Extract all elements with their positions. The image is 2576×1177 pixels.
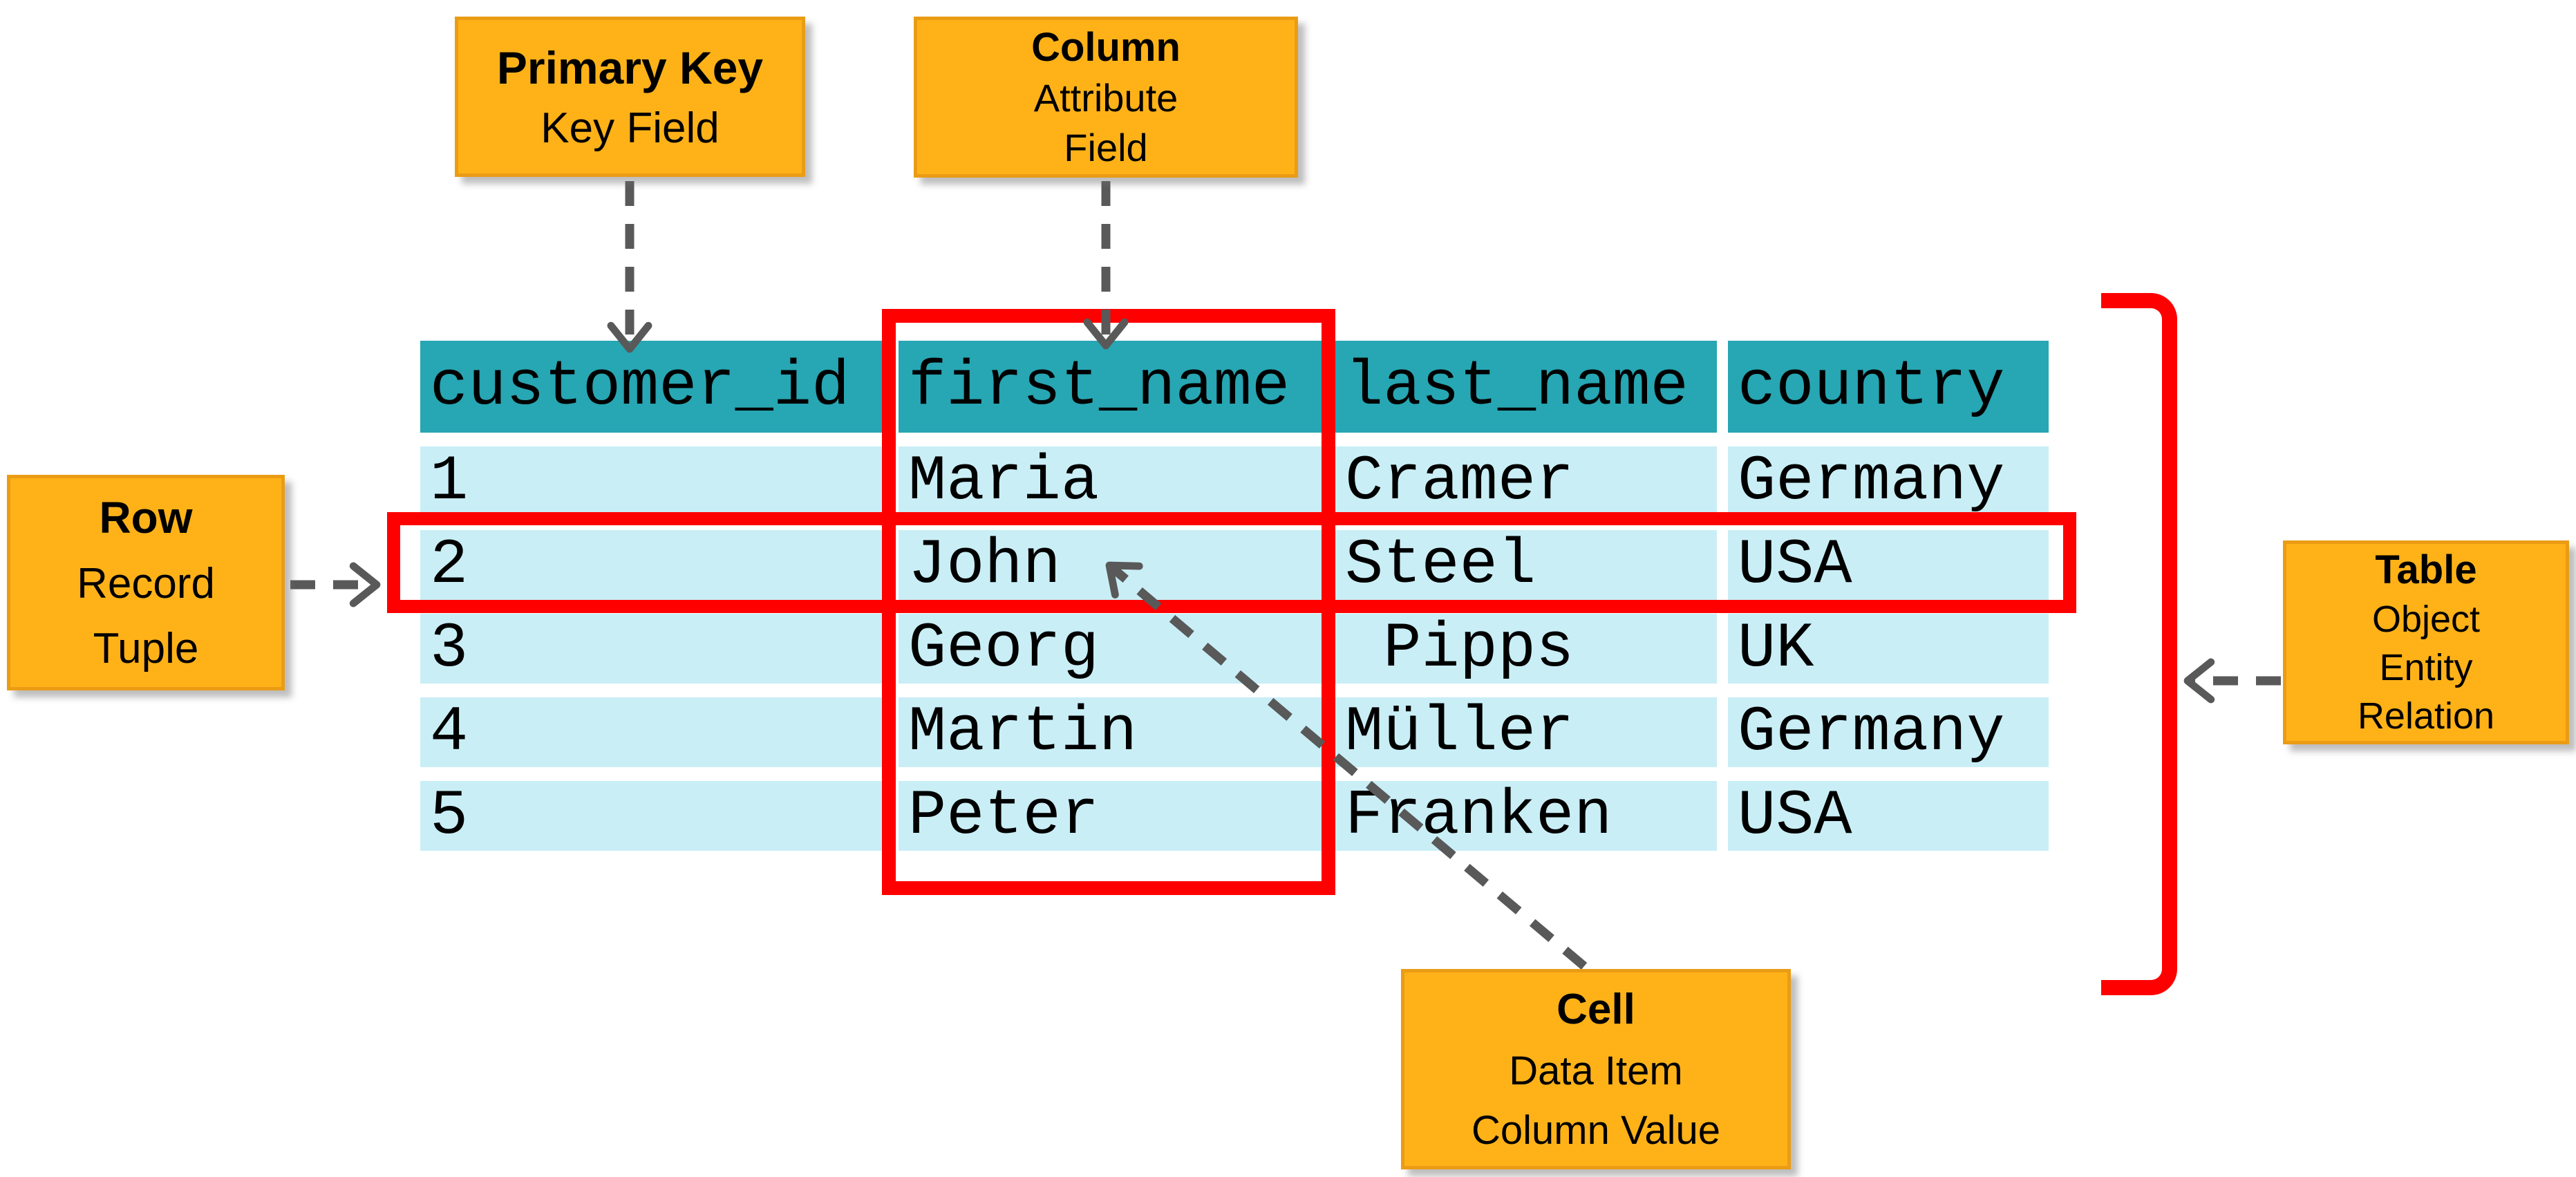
callout-line: Attribute — [1033, 75, 1178, 120]
callout-row-title: Row — [99, 493, 193, 543]
table-cell: 4 — [420, 697, 887, 767]
table-cell: 1 — [420, 446, 887, 516]
callout-line: Relation — [2357, 695, 2495, 737]
table-cell: Pipps — [1335, 614, 1717, 684]
callout-line: Object — [2371, 598, 2481, 640]
table-cell: Germany — [1728, 446, 2049, 516]
table-cell: Maria — [899, 446, 1324, 516]
table-bracket — [2101, 293, 2177, 995]
row-highlight-rect — [387, 512, 2076, 613]
header-cell: country — [1728, 341, 2049, 433]
table-cell: USA — [1728, 530, 2049, 600]
table-cell: 2 — [420, 530, 887, 600]
callout-primary-key-lines: Key Field — [540, 100, 719, 158]
table-cell: Franken — [1335, 781, 1717, 851]
table-cell: Germany — [1728, 697, 2049, 767]
table-cell: 3 — [420, 614, 887, 684]
callout-primary-key: Primary Key Key Field — [455, 17, 805, 177]
callout-line: Record — [77, 560, 215, 608]
header-cell: customer_id — [420, 341, 887, 433]
callout-line: Tuple — [93, 625, 199, 672]
callout-column-title: Column — [1031, 24, 1181, 70]
callout-table-title: Table — [2375, 547, 2477, 592]
callout-line: Data Item — [1509, 1048, 1683, 1093]
callout-line: Entity — [2379, 646, 2473, 688]
callout-line: Column Value — [1471, 1108, 1720, 1153]
header-cell: first_name — [899, 341, 1324, 433]
table-cell: 5 — [420, 781, 887, 851]
table-cell: UK — [1728, 614, 2049, 684]
callout-line: Field — [1064, 125, 1148, 169]
callout-primary-key-title: Primary Key — [496, 42, 764, 93]
callout-cell-title: Cell — [1557, 986, 1635, 1033]
table-cell: Cramer — [1335, 446, 1717, 516]
callout-line: Key Field — [540, 104, 720, 152]
table-cell: USA — [1728, 781, 2049, 851]
table-cell: Müller — [1335, 697, 1717, 767]
header-cell: last_name — [1335, 341, 1717, 433]
